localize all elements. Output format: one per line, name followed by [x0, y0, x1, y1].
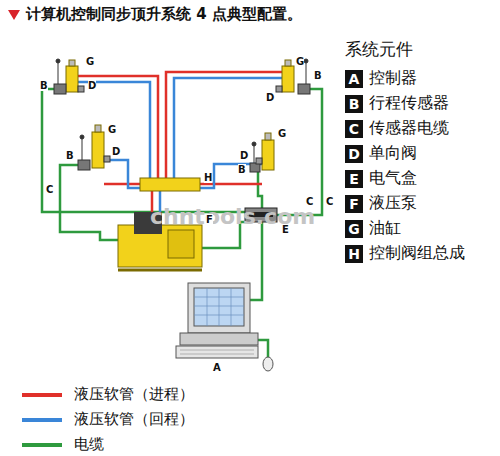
- component-letter: E: [345, 170, 363, 188]
- legend-text: 电缆: [74, 435, 104, 454]
- callout-letter: D: [88, 80, 96, 91]
- callout-letter: D: [266, 92, 274, 103]
- callout-letter: B: [314, 70, 322, 81]
- component-entry: E 电气盒: [345, 168, 417, 189]
- callout-letter: B: [238, 164, 246, 175]
- component-letter: G: [345, 220, 363, 238]
- sensors-and-valves: [54, 59, 310, 172]
- component-entry: C 传感器电缆: [345, 118, 449, 139]
- component-entry: G 油缸: [345, 218, 401, 239]
- legend-text: 液压软管（进程）: [74, 385, 194, 404]
- component-entry: B 行程传感器: [345, 93, 449, 114]
- component-name: 单向阀: [369, 143, 417, 164]
- legend-swatch: [22, 418, 62, 422]
- legend-swatch: [22, 393, 62, 397]
- legend-swatch: [22, 443, 62, 447]
- callout-letter: D: [240, 150, 248, 161]
- component-letter: D: [345, 145, 363, 163]
- component-name: 电气盒: [369, 168, 417, 189]
- component-name: 行程传感器: [369, 93, 449, 114]
- callout-letter: B: [66, 150, 74, 161]
- legend-entry: 液压软管（进程）: [22, 384, 322, 406]
- control-valve-manifold: [140, 178, 200, 191]
- component-letter: F: [345, 195, 363, 213]
- callout-letter: G: [108, 124, 116, 135]
- watermark: chntools.com: [150, 205, 315, 229]
- legend-entry: 液压软管（回程）: [22, 409, 322, 431]
- component-name: 传感器电缆: [369, 118, 449, 139]
- legend-heading: 系统元件: [345, 40, 413, 59]
- component-name: 液压泵: [369, 193, 417, 214]
- legend-text: 液压软管（回程）: [74, 410, 194, 429]
- component-name: 控制器: [369, 68, 417, 89]
- callout-letter: G: [278, 128, 286, 139]
- component-letter: H: [345, 245, 363, 263]
- callout-letter: G: [296, 56, 304, 67]
- callout-letter: A: [213, 362, 221, 373]
- title-marker: [8, 10, 20, 20]
- callout-letter: D: [112, 146, 120, 157]
- callout-letter: H: [204, 172, 212, 183]
- component-entry: F 液压泵: [345, 193, 417, 214]
- callout-letter: C: [326, 196, 333, 207]
- callout-letter: G: [86, 56, 94, 67]
- hoses: [78, 72, 282, 225]
- cables: [42, 89, 322, 360]
- callout-letter: C: [306, 196, 313, 207]
- callout-letter: E: [282, 224, 289, 235]
- component-letter: A: [345, 70, 363, 88]
- component-name: 油缸: [369, 218, 401, 239]
- computer: [176, 283, 273, 371]
- cylinders: [66, 60, 294, 170]
- legend-entry: 电缆: [22, 434, 322, 456]
- callout-letter: F: [206, 214, 213, 225]
- component-entry: A 控制器: [345, 68, 417, 89]
- title: 计算机控制同步顶升系统 4 点典型配置。: [26, 5, 302, 24]
- component-entry: H 控制阀组总成: [345, 243, 465, 264]
- callout-letter: B: [40, 80, 48, 91]
- component-name: 控制阀组总成: [369, 243, 465, 264]
- callout-letter: C: [46, 184, 53, 195]
- component-letter: B: [345, 95, 363, 113]
- component-entry: D 单向阀: [345, 143, 417, 164]
- component-letter: C: [345, 120, 363, 138]
